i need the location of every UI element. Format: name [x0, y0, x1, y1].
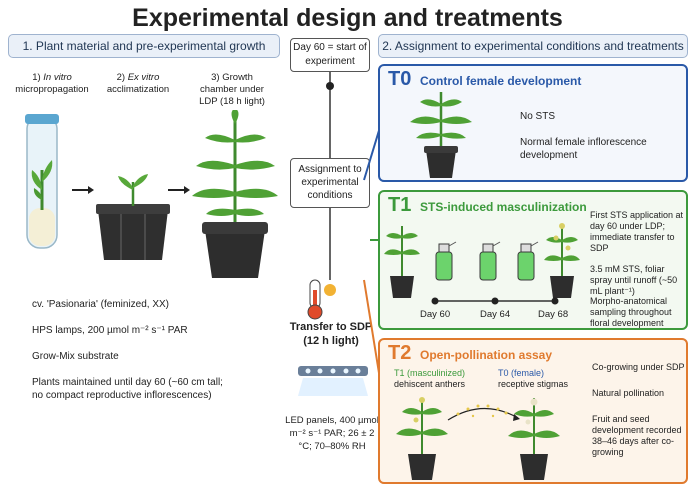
- t2-item-cogrowing: Co-growing under SDP: [592, 362, 685, 372]
- seedling-tray-icon: [96, 174, 170, 260]
- test-tube-icon: [25, 114, 59, 249]
- t1-item-first-sts: First STS application at day 60 under LD…: [590, 210, 684, 253]
- section1-header: 1. Plant material and pre-experimental g…: [8, 34, 280, 58]
- led-panel-icon: [298, 366, 368, 396]
- thermometer-icon: [307, 279, 336, 320]
- t2-label: T2: [388, 342, 412, 364]
- t2-item-pollination: Natural pollination: [592, 388, 665, 398]
- note-day60: Plants maintained until day 60 (~60 cm t…: [32, 377, 223, 401]
- t2-left-label: T1 (masculinized) dehiscent anthers: [394, 368, 466, 389]
- t1-name: STS-induced masculinization: [420, 200, 587, 214]
- t0-item-no-sts: No STS: [520, 111, 556, 122]
- assignment-box: Assignment to experimental conditions: [290, 158, 370, 208]
- day60-box: Day 60 = start of experiment: [290, 38, 370, 72]
- spray-bottle-icon: [435, 241, 457, 281]
- t1-timeline: [431, 297, 559, 305]
- spray-bottle-icon: [517, 241, 539, 281]
- section2-header: 2. Assignment to experimental conditions…: [378, 34, 688, 58]
- middle-connectors: [298, 72, 368, 396]
- spray-bottle-icon: [479, 241, 501, 281]
- t2-name: Open-pollination assay: [420, 348, 553, 362]
- t1-label: T1: [388, 194, 412, 216]
- section1-illustrations: [25, 110, 278, 278]
- page-title: Experimental design and treatments: [132, 4, 563, 32]
- t1-item-sampling: Morpho-anatomical sampling throughout fl…: [590, 296, 672, 328]
- t1-item-concentration: 3.5 mM STS, foliar spray until runoff (~…: [590, 264, 678, 296]
- t0-panel: T0 Control female development No STS Nor…: [378, 64, 688, 182]
- t1-panel: T1 STS-induced masculinization First STS…: [378, 190, 688, 330]
- t1-day60: Day 60: [420, 309, 451, 320]
- transfer-label: Transfer to SDP (12 h light): [289, 321, 373, 347]
- t0-plant-icon: [410, 92, 472, 178]
- t2-pollination-illustration: [396, 397, 560, 480]
- t2-right-label: T0 (female) receptive stigmas: [498, 368, 569, 389]
- note-cultivar: cv. 'Pasionaria' (feminized, XX): [32, 299, 170, 310]
- t1-day64: Day 64: [480, 309, 511, 320]
- cannabis-plant-icon: [192, 110, 278, 278]
- moon-icon: [338, 284, 352, 312]
- t2-item-fruit: Fruit and seed development recorded 38–4…: [592, 414, 682, 457]
- t0-name: Control female development: [420, 74, 582, 88]
- led-label: LED panels, 400 µmol m⁻² s⁻¹ PAR; 26 ± 2…: [285, 415, 379, 452]
- t0-item-normal: Normal female inflorescence development: [520, 137, 647, 161]
- t0-label: T0: [388, 68, 412, 90]
- t2-panel: T2 Open-pollination assay T1 (masculiniz…: [378, 338, 688, 484]
- note-substrate: Grow-Mix substrate: [32, 351, 119, 362]
- note-lamps: HPS lamps, 200 µmol m⁻² s⁻¹ PAR: [32, 325, 188, 336]
- t1-spray-illustration: [384, 223, 580, 298]
- t1-day68: Day 68: [538, 309, 569, 320]
- step3-label: 3) Growth chamber under LDP (18 h light): [199, 72, 265, 107]
